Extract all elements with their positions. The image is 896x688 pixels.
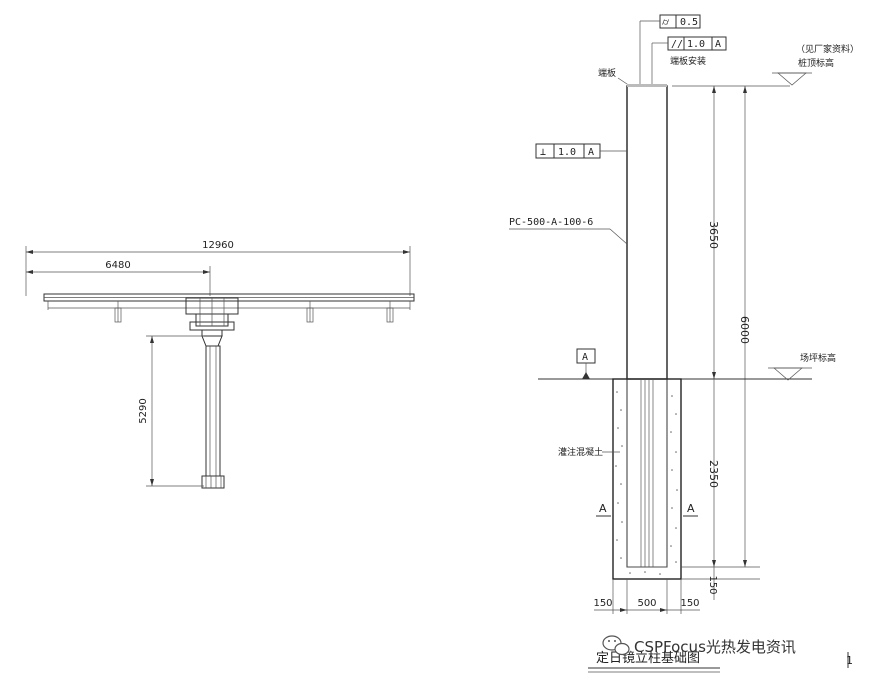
ground-elevation-label: 场坪标高 bbox=[800, 352, 836, 364]
pylon-base bbox=[201, 475, 225, 489]
concrete-foundation bbox=[612, 378, 682, 580]
watermark-text: CSPFocus光热发电资讯 bbox=[634, 638, 796, 656]
dim-below-ground: 2350 bbox=[707, 460, 720, 488]
datum-label: A bbox=[582, 352, 588, 363]
label-top-elevation-note: （见厂家资料） bbox=[796, 43, 859, 55]
pylon-column bbox=[205, 345, 221, 477]
elevation-marker-top bbox=[777, 72, 807, 86]
tol-perpendicularity: 1.0 bbox=[558, 147, 576, 158]
concrete-hatch bbox=[615, 391, 678, 575]
label-weld: 端板安装 bbox=[670, 55, 706, 67]
dim-total-width: 12960 bbox=[202, 240, 234, 251]
dim-width-left: 150 bbox=[593, 598, 612, 609]
foundation-section: ⌭ 0.5 // 1.0 A 端板安装 端板 （见厂家资料） 桩顶标高 ⊥ 1.… bbox=[509, 14, 859, 673]
svg-text:⌭: ⌭ bbox=[662, 17, 670, 28]
tol-parallel-datum: A bbox=[715, 39, 721, 50]
tol-flatness: 0.5 bbox=[680, 17, 698, 28]
pylon-flange bbox=[201, 335, 223, 347]
dim-half-width: 6480 bbox=[105, 260, 130, 271]
dim-base-thickness: 150 bbox=[707, 575, 718, 594]
svg-text:⊥: ⊥ bbox=[540, 147, 546, 158]
dim-width-right: 150 bbox=[680, 598, 699, 609]
dim-pylon-height: 5290 bbox=[138, 398, 149, 423]
dim-width-mid: 500 bbox=[637, 598, 656, 609]
label-top-elevation: 桩顶标高 bbox=[798, 57, 834, 69]
label-top-plate: 端板 bbox=[598, 67, 616, 79]
section-mark-left: A bbox=[599, 502, 607, 515]
dim-pile-total: 6000 bbox=[738, 316, 751, 344]
svg-text://: // bbox=[671, 39, 683, 50]
pile-spec: PC-500-A-100-6 bbox=[509, 217, 593, 228]
heliostat-elevation: 12960 6480 bbox=[25, 240, 415, 489]
watermark: CSPFocus光热发电资讯 bbox=[602, 635, 796, 656]
page-mark: 1 bbox=[846, 654, 853, 667]
wechat-icon bbox=[602, 635, 630, 656]
elevation-marker-ground bbox=[773, 367, 803, 381]
tol-perp-datum: A bbox=[588, 147, 594, 158]
tol-parallel: 1.0 bbox=[687, 39, 705, 50]
dim-above-ground: 3650 bbox=[707, 221, 720, 249]
section-mark-right: A bbox=[687, 502, 695, 515]
pipe-pile bbox=[626, 85, 668, 380]
concrete-label: 灌注混凝土 bbox=[558, 446, 603, 458]
